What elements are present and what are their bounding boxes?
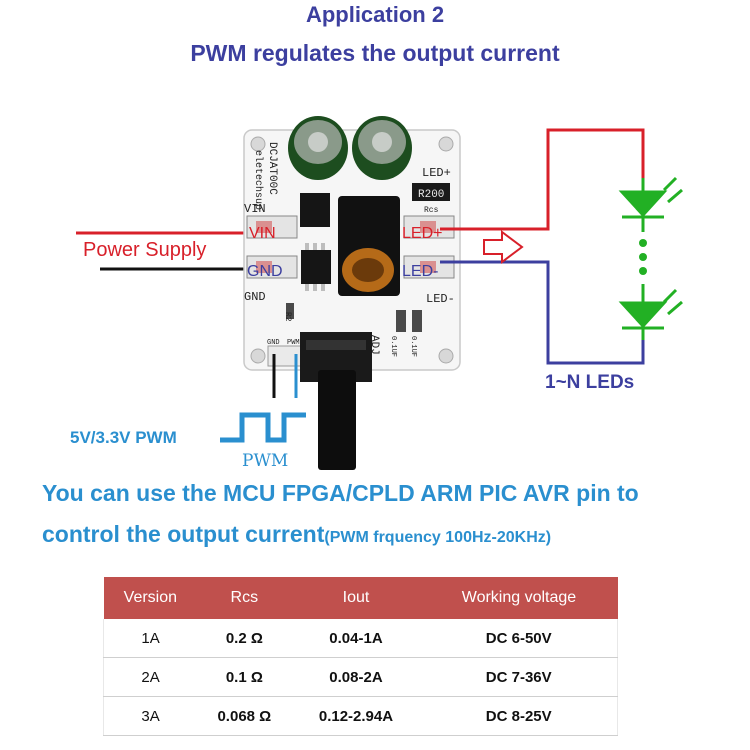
leds-label: 1~N LEDs [545,372,635,393]
col-rcs: Rcs [197,577,292,619]
led-plus-pad-label: LED+ [402,225,442,242]
iout-cell: 0.12-2.94A [291,696,421,736]
page-title: Application 2 [305,2,445,27]
svg-text:Rcs: Rcs [424,206,439,215]
version-cell: 3A [103,696,198,736]
led-bottom [618,284,683,340]
table-header-row: Version Rcs Iout Working voltage [103,577,618,619]
driver-ic [301,250,331,284]
spec-table: Version Rcs Iout Working voltage 1A 0.2 … [103,577,619,736]
direction-arrow [483,230,524,264]
inductor [338,196,400,296]
svg-text:R200: R200 [418,189,444,201]
table-row: 1A 0.2 Ω 0.04-1A DC 6-50V [103,619,619,658]
rcs-cell: 0.068 Ω [197,696,292,736]
vin-pad-label: VIN [249,225,276,242]
svg-text:R2: R2 [283,312,292,322]
iout-cell: 0.08-2A [291,657,421,697]
power-supply-label: Power Supply [83,239,207,261]
version-cell: 2A [103,657,198,697]
col-working-voltage: Working voltage [420,577,618,619]
svg-text:GND: GND [267,339,280,347]
sense-resistor [412,183,450,201]
voltage-cell: DC 7-36V [420,657,619,697]
svg-text:LED-: LED- [426,292,455,306]
col-version: Version [103,577,198,619]
gnd-pad-label: GND [247,263,283,280]
potentiometer [300,332,372,470]
svg-text:PWM: PWM [287,339,300,347]
version-cell: 1A [103,619,198,658]
table-row: 2A 0.1 Ω 0.08-2A DC 7-36V [103,657,619,697]
led-dots [639,239,647,275]
board-brand: DCJAT00C [266,142,278,195]
diode-chip [300,193,330,227]
col-iout: Iout [291,577,421,619]
pwm-wave-label: PWM [242,451,289,471]
rcs-cell: 0.1 Ω [197,657,292,697]
svg-text:GND: GND [244,290,266,304]
capacitor-1 [288,116,348,180]
led-negative-wire [440,260,645,365]
svg-text:0.1UF: 0.1UF [389,336,397,357]
description-line-2: control the output current(PWM frquency … [42,521,552,547]
led-positive-wire [440,128,645,231]
svg-text:LED+: LED+ [422,166,451,180]
driver-board [243,116,461,470]
board-brand-sub: eletechsup [252,150,264,210]
capacitor-2 [352,116,412,180]
pwm-frequency-note: (PWM frquency 100Hz-20KHz) [324,529,552,546]
iout-cell: 0.04-1A [291,619,421,658]
led-minus-pad-label: LED- [402,263,438,280]
led-top [618,176,683,232]
voltage-cell: DC 8-25V [420,696,619,736]
pwm-input-label: 5V/3.3V PWM [70,428,177,447]
wiring-diagram: DCJAT00C eletechsup R200 Rcs LED+ VIN GN… [76,116,683,470]
voltage-cell: DC 6-50V [420,619,619,658]
pwm-waveform [220,412,306,443]
rcs-cell: 0.2 Ω [197,619,292,658]
table-row: 3A 0.068 Ω 0.12-2.94A DC 8-25V [103,696,619,736]
svg-text:0.1UF: 0.1UF [409,336,417,357]
page-subtitle: PWM regulates the output current [190,40,560,66]
description-line-1: You can use the MCU FPGA/CPLD ARM PIC AV… [42,480,639,506]
svg-text:VIN: VIN [244,202,266,216]
svg-text:ADJ: ADJ [368,335,380,355]
